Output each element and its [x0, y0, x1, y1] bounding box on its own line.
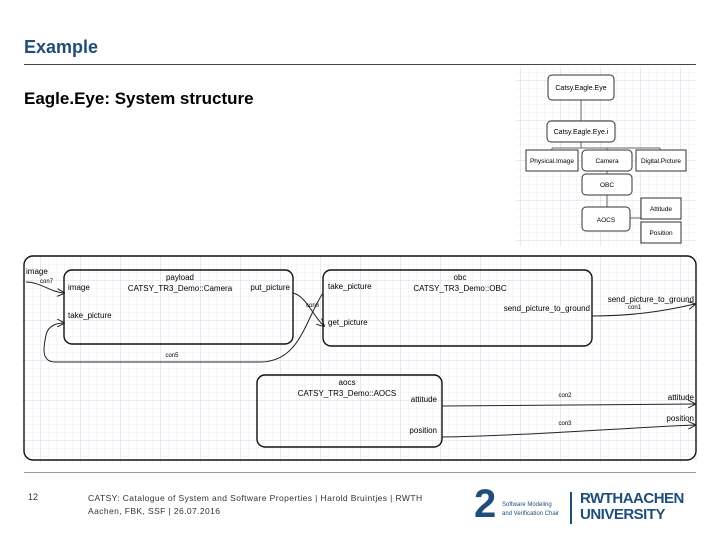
tree-node-camera: [581, 149, 633, 172]
conn-label-con7: con7: [40, 279, 54, 285]
conn-label-con6: con6: [306, 303, 320, 309]
tree-node-label: AOCS: [597, 217, 616, 224]
structure-grid-background: [22, 255, 698, 463]
top-component-frame: [23, 255, 697, 461]
rwth-logo-line: RWTHAACHEN: [580, 490, 684, 507]
top-port-send-picture: send_picture_to_ground: [608, 295, 694, 304]
i2-logo: 2 Software Modeling and Verification Cha…: [474, 482, 574, 526]
aocs-port-attitude: attitude: [411, 395, 438, 404]
title-divider: [24, 64, 696, 65]
obc-component: [322, 269, 593, 347]
connection-con5: [43, 292, 324, 363]
footer-divider: [24, 472, 696, 473]
tree-node-impl: [546, 120, 616, 143]
obc-port-send-picture: send_picture_to_ground: [504, 304, 590, 313]
payload-type: CATSY_TR3_Demo::Camera: [128, 284, 233, 293]
aocs-type: CATSY_TR3_Demo::AOCS: [298, 389, 397, 398]
tree-node-label: Digital.Picture: [641, 158, 681, 165]
connection-con6: [292, 292, 324, 326]
payload-component: [63, 269, 294, 345]
tree-node-label: Position: [649, 230, 673, 237]
page-number: 12: [28, 492, 39, 502]
obc-port-take-picture: take_picture: [328, 282, 372, 291]
rwth-logo: RWTHAACHEN UNIVERSITY: [570, 490, 700, 526]
slide-title: Example: [24, 37, 99, 57]
conn-label-con5: con5: [165, 353, 179, 359]
tree-node-position: [640, 221, 682, 244]
i2-logo-digit: 2: [474, 482, 497, 526]
tree-node-obc: [581, 173, 633, 196]
connection-con3: [441, 425, 695, 438]
tree-node-label: OBC: [600, 182, 614, 189]
aocs-port-position: position: [409, 426, 437, 435]
payload-port-image: image: [68, 283, 90, 292]
footer-line: Aachen, FBK, SSF | 26.07.2016: [88, 506, 221, 516]
footer-line: CATSY: Catalogue of System and Software …: [88, 493, 423, 503]
obc-port-get-picture: get_picture: [328, 318, 368, 327]
tree-node-physical-image: [525, 149, 579, 172]
payload-name: payload: [166, 273, 194, 282]
i2-logo-line: and Verification Chair: [502, 511, 560, 517]
top-port-image: image: [26, 267, 48, 276]
connection-con2: [441, 404, 695, 406]
obc-type: CATSY_TR3_Demo::OBC: [413, 284, 506, 293]
conn-label-con1: con1: [628, 305, 642, 311]
aocs-name: aocs: [339, 378, 356, 387]
hierarchy-tree: Catsy.Eagle.Eye Catsy.Eagle.Eye.i Physic…: [516, 68, 696, 246]
structure-diagram: payload CATSY_TR3_Demo::Camera image tak…: [22, 255, 698, 463]
tree-node-label: Attitude: [650, 206, 672, 213]
tree-node-label: Camera: [595, 158, 619, 165]
payload-port-put-picture: put_picture: [250, 283, 290, 292]
rwth-logo-bar: [570, 492, 572, 524]
i2-logo-line: Software Modeling: [502, 502, 552, 508]
rwth-logo-line: UNIVERSITY: [580, 506, 666, 523]
tree-node-aocs: [581, 206, 631, 232]
aocs-component: [256, 374, 443, 448]
tree-node-label: Physical.Image: [530, 158, 574, 165]
tree-node-impl-label: Catsy.Eagle.Eye.i: [554, 129, 609, 136]
top-port-position: position: [666, 414, 694, 423]
connection-con7: [25, 281, 64, 293]
tree-node-root: [547, 74, 615, 101]
tree-node-digital-picture: [635, 149, 687, 172]
tree-edge: [551, 142, 661, 150]
conn-label-con2: con2: [558, 393, 572, 399]
connection-con1: [591, 304, 695, 317]
top-port-attitude: attitude: [668, 393, 695, 402]
tree-node-root-label: Catsy.Eagle.Eye: [555, 85, 606, 92]
footer-text: CATSY: Catalogue of System and Software …: [88, 492, 428, 518]
conn-label-con3: con3: [558, 421, 572, 427]
obc-name: obc: [454, 273, 467, 282]
payload-port-take-picture: take_picture: [68, 311, 112, 320]
tree-node-attitude: [640, 197, 682, 220]
slide-subtitle: Eagle.Eye: System structure: [24, 89, 254, 108]
